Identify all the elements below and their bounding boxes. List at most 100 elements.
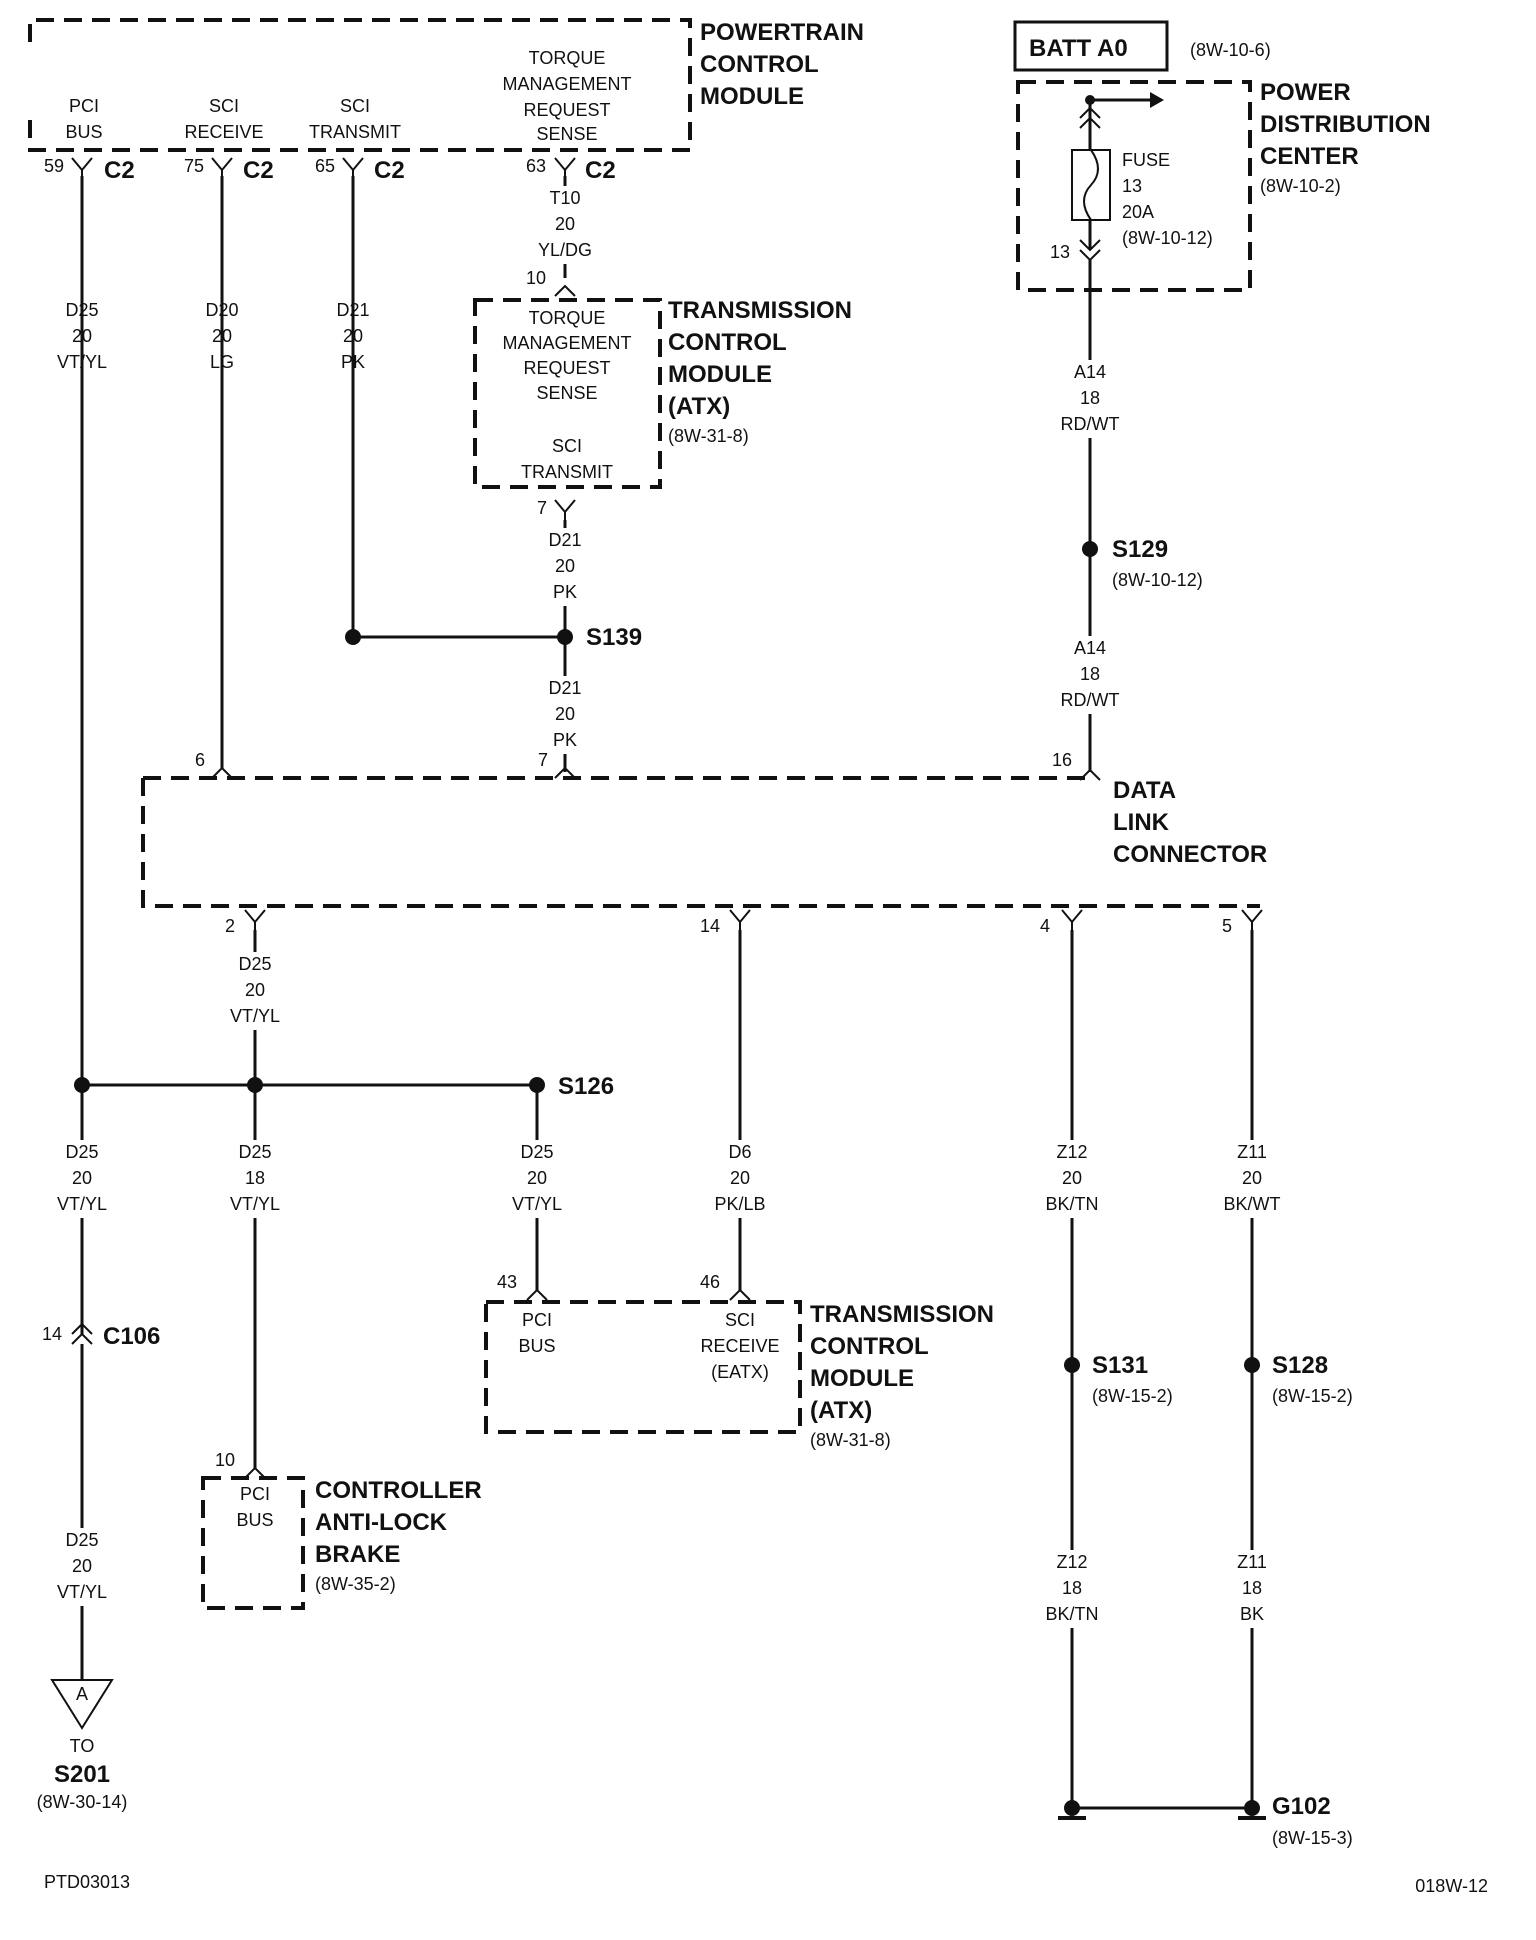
tcm-title-1: TRANSMISSION [668,297,852,324]
abs-ref: (8W-35-2) [315,1574,396,1594]
pcm-pin-label: SCI [209,96,239,116]
pcm-title-2: CONTROL [700,51,819,78]
wire-color: VT/YL [230,1006,280,1026]
wire-color: VT/YL [57,352,107,372]
batt-box [1013,20,1169,72]
splice-ref: (8W-15-2) [1272,1386,1353,1406]
wire-code: Z12 [1056,1552,1087,1572]
splice-s128: S128 [1272,1352,1328,1379]
wire-color: PK/LB [714,1194,765,1214]
wire-code: D21 [548,530,581,550]
terminal-icon [244,909,266,930]
abs-title-3: BRAKE [315,1541,400,1568]
footer-right: 018W-12 [1415,1876,1488,1896]
pcm-pin-label: TRANSMIT [309,122,401,142]
wire-gauge: 20 [343,326,363,346]
transmission-control-module-top: 10 TORQUE MANAGEMENT REQUEST SENSE SCI T… [473,268,852,520]
wire-code: D21 [336,300,369,320]
wire-code: D25 [65,1142,98,1162]
wire-code: T10 [549,188,580,208]
ground-dot [1064,1800,1080,1816]
abs-title-1: CONTROLLER [315,1477,482,1504]
splice-dot [1244,1357,1260,1373]
wire-gauge: 20 [212,326,232,346]
batt-label: BATT A0 [1029,35,1128,62]
tcm-pin-label: TORQUE [529,308,606,328]
wire-gauge: 20 [72,1556,92,1576]
wire-code: D25 [65,1530,98,1550]
power-distribution-center: BATT A0 (8W-10-6) POWER DISTRIBUTION CEN… [1013,20,1431,292]
pin-number: 10 [215,1450,235,1470]
wire-code: D25 [65,300,98,320]
tcm-pin-label: BUS [518,1336,555,1356]
wire-color: PK [553,582,577,602]
wire-gauge: 18 [1080,664,1100,684]
wire-gauge: 20 [527,1168,547,1188]
terminal-icon [729,1288,751,1301]
tcm-title-4: (ATX) [810,1397,872,1424]
wire-gauge: 20 [1062,1168,1082,1188]
tcm-pin-label: PCI [522,1310,552,1330]
pin-number: 59 [44,156,64,176]
pcm-wires [80,176,567,1085]
wire-color: VT/YL [57,1582,107,1602]
pin-number: 7 [538,750,548,770]
offpage-dest: S201 [54,1761,110,1788]
wire-gauge: 20 [555,704,575,724]
pin-number: 16 [1052,750,1072,770]
ground-ref: (8W-15-3) [1272,1828,1353,1848]
pcm-title-1: POWERTRAIN [700,19,864,46]
tcm-pin-label: SENSE [536,383,597,403]
pin-number: 2 [225,916,235,936]
wire-color: PK [553,730,577,750]
pcm-pin-label: PCI [69,96,99,116]
terminal-icon [554,157,576,176]
wire-color: RD/WT [1061,690,1120,710]
wire-code: D20 [205,300,238,320]
pcm-pin-label: REQUEST [523,100,610,120]
pin-number: 43 [497,1272,517,1292]
offpage-triangle-icon [50,1679,114,1730]
tcm-ref: (8W-31-8) [810,1430,891,1450]
tcm-title-2: CONTROL [668,329,787,356]
ground-label: G102 [1272,1793,1331,1820]
wire-gauge: 18 [1062,1578,1082,1598]
offpage-connector: A TO S201 (8W-30-14) [37,1679,127,1812]
pin-number: 4 [1040,916,1050,936]
wire-code: D25 [238,1142,271,1162]
wire-color: BK/TN [1045,1604,1098,1624]
in-line-connector-icon [71,1322,93,1345]
pdc-title-1: POWER [1260,79,1351,106]
pdc-ref: (8W-10-2) [1260,176,1341,196]
wire-code: D25 [238,954,271,974]
wire-gauge: 20 [555,556,575,576]
pin-number: 10 [526,268,546,288]
terminal-icon [211,766,233,779]
pcm-pin-label: TORQUE [529,48,606,68]
wire-color: BK/WT [1224,1194,1281,1214]
abs-pin-label: BUS [236,1510,273,1530]
wire-code: D6 [728,1142,751,1162]
wire-gauge: 18 [1242,1578,1262,1598]
wire-color: YL/DG [538,240,592,260]
pcm-pin-label: MANAGEMENT [502,74,631,94]
splice-dot [557,629,573,645]
terminal-icon [244,1466,266,1479]
ground-dot [1244,1800,1260,1816]
tcm-pin-label: SCI [725,1310,755,1330]
fuse-rating: 20A [1122,202,1154,222]
wire-code: A14 [1074,362,1106,382]
fuse-number: 13 [1122,176,1142,196]
splice-s126: S126 [558,1073,614,1100]
wire-color: PK [341,352,365,372]
terminal-icon [729,909,751,930]
pcm-pin-label: BUS [65,122,102,142]
in-line-connector-icon [1079,106,1101,129]
controller-anti-lock-brake: 10 PCI BUS CONTROLLER ANTI-LOCK BRAKE (8… [201,1450,482,1610]
tcm-pin-label: SCI [552,436,582,456]
splice-dot [247,1077,263,1093]
pcm-pin-label: SCI [340,96,370,116]
pcm-pin-label: SENSE [536,124,597,144]
tcm-ref: (8W-31-8) [668,426,749,446]
